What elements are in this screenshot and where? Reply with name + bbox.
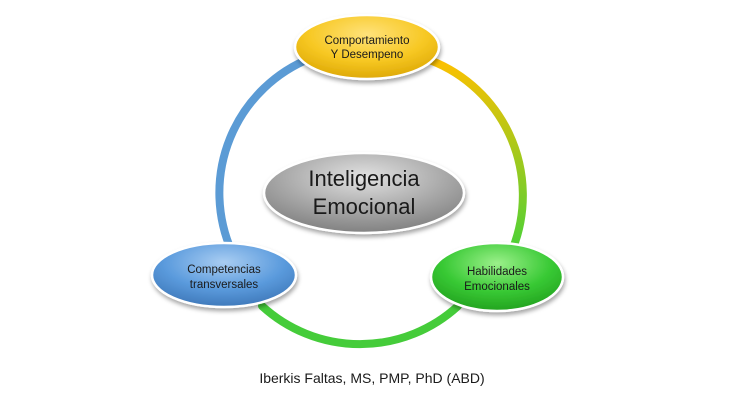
node-competencias-line2: transversales	[190, 279, 259, 291]
node-competencias: Competencias transversales	[150, 241, 298, 309]
arc-left-to-top	[215, 54, 315, 256]
center-node: Inteligencia Emocional	[262, 151, 466, 235]
arc-top-to-right	[420, 54, 527, 252]
node-comportamiento-line2: Y Desempeno	[331, 49, 404, 61]
cycle-ring	[215, 54, 527, 349]
node-competencias-line1: Competencias	[187, 264, 261, 276]
node-comportamiento: Comportamiento Y Desempeno	[293, 13, 441, 81]
node-habilidades-line1: Habilidades	[467, 266, 527, 278]
arc-right-to-left	[258, 302, 462, 349]
center-label-line1: Inteligencia	[308, 166, 420, 191]
author-credit: Iberkis Faltas, MS, PMP, PhD (ABD)	[259, 370, 485, 386]
node-comportamiento-line1: Comportamiento	[324, 35, 409, 47]
node-habilidades-line2: Emocionales	[464, 281, 530, 293]
center-label-line2: Emocional	[313, 194, 416, 219]
node-habilidades: Habilidades Emocionales	[429, 241, 565, 313]
